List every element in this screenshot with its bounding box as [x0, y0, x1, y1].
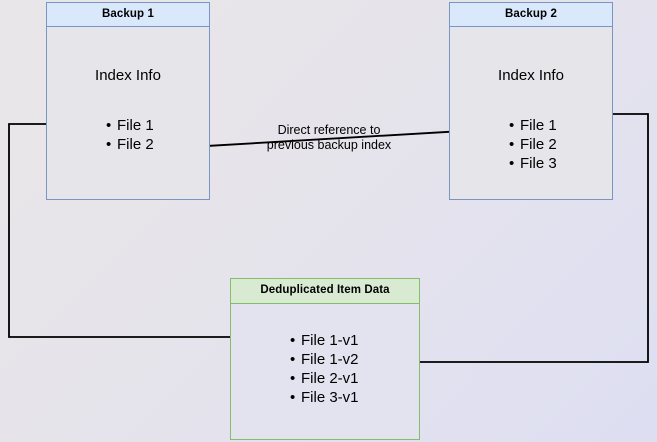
- backup-1-file-0: File 1: [117, 117, 154, 134]
- dedup-file-2: File 2-v1: [301, 370, 359, 387]
- backup-1-file-1: File 2: [117, 136, 154, 153]
- backup-2-file-list: • File 1 • File 2 • File 3: [502, 116, 557, 173]
- node-backup-1-title: Backup 1: [102, 7, 154, 20]
- node-deduplicated-item-data[interactable]: Deduplicated Item Data • File 1-v1 • Fil…: [230, 278, 420, 440]
- backup-2-file-0: File 1: [520, 117, 557, 134]
- node-dedup-header: Deduplicated Item Data: [231, 279, 419, 304]
- bullet-icon: •: [290, 389, 296, 406]
- bullet-icon: •: [509, 155, 515, 172]
- bullet-icon: •: [290, 370, 296, 387]
- direct-reference-caption-line-2: previous backup index: [266, 138, 392, 152]
- list-item: • File 3-v1: [290, 388, 359, 407]
- list-item: • File 1-v2: [290, 350, 359, 369]
- node-backup-2-body: Index Info • File 1 • File 2 • File 3: [450, 27, 612, 199]
- list-item: • File 2-v1: [290, 369, 359, 388]
- node-backup-2-title: Backup 2: [505, 7, 557, 20]
- list-item: • File 2: [106, 135, 154, 154]
- list-item: • File 1: [509, 116, 557, 135]
- dedup-file-3: File 3-v1: [301, 389, 359, 406]
- list-item: • File 2: [509, 135, 557, 154]
- backup-1-file-list: • File 1 • File 2: [99, 116, 154, 154]
- backup-1-index-info-label: Index Info: [95, 67, 161, 84]
- backup-2-index-info-label: Index Info: [498, 67, 564, 84]
- node-backup-1[interactable]: Backup 1 Index Info • File 1 • File 2: [46, 2, 210, 200]
- direct-reference-caption-line-1: Direct reference to: [277, 123, 381, 137]
- node-dedup-body: • File 1-v1 • File 1-v2 • File 2-v1 • Fi…: [231, 304, 419, 439]
- node-backup-2[interactable]: Backup 2 Index Info • File 1 • File 2 • …: [449, 2, 613, 200]
- list-item: • File 3: [509, 154, 557, 173]
- bullet-icon: •: [106, 117, 112, 134]
- list-item: • File 1-v1: [290, 331, 359, 350]
- direct-reference-caption: Direct reference to previous backup inde…: [243, 123, 415, 153]
- dedup-file-1: File 1-v2: [301, 351, 359, 368]
- dedup-file-list: • File 1-v1 • File 1-v2 • File 2-v1 • Fi…: [283, 331, 359, 407]
- bullet-icon: •: [106, 136, 112, 153]
- bullet-icon: •: [509, 136, 515, 153]
- dedup-file-0: File 1-v1: [301, 332, 359, 349]
- node-dedup-title: Deduplicated Item Data: [260, 284, 390, 297]
- bullet-icon: •: [290, 351, 296, 368]
- node-backup-2-header: Backup 2: [450, 3, 612, 27]
- node-backup-1-body: Index Info • File 1 • File 2: [47, 27, 209, 199]
- node-backup-1-header: Backup 1: [47, 3, 209, 27]
- backup-2-file-1: File 2: [520, 136, 557, 153]
- list-item: • File 1: [106, 116, 154, 135]
- bullet-icon: •: [509, 117, 515, 134]
- backup-2-file-2: File 3: [520, 155, 557, 172]
- bullet-icon: •: [290, 332, 296, 349]
